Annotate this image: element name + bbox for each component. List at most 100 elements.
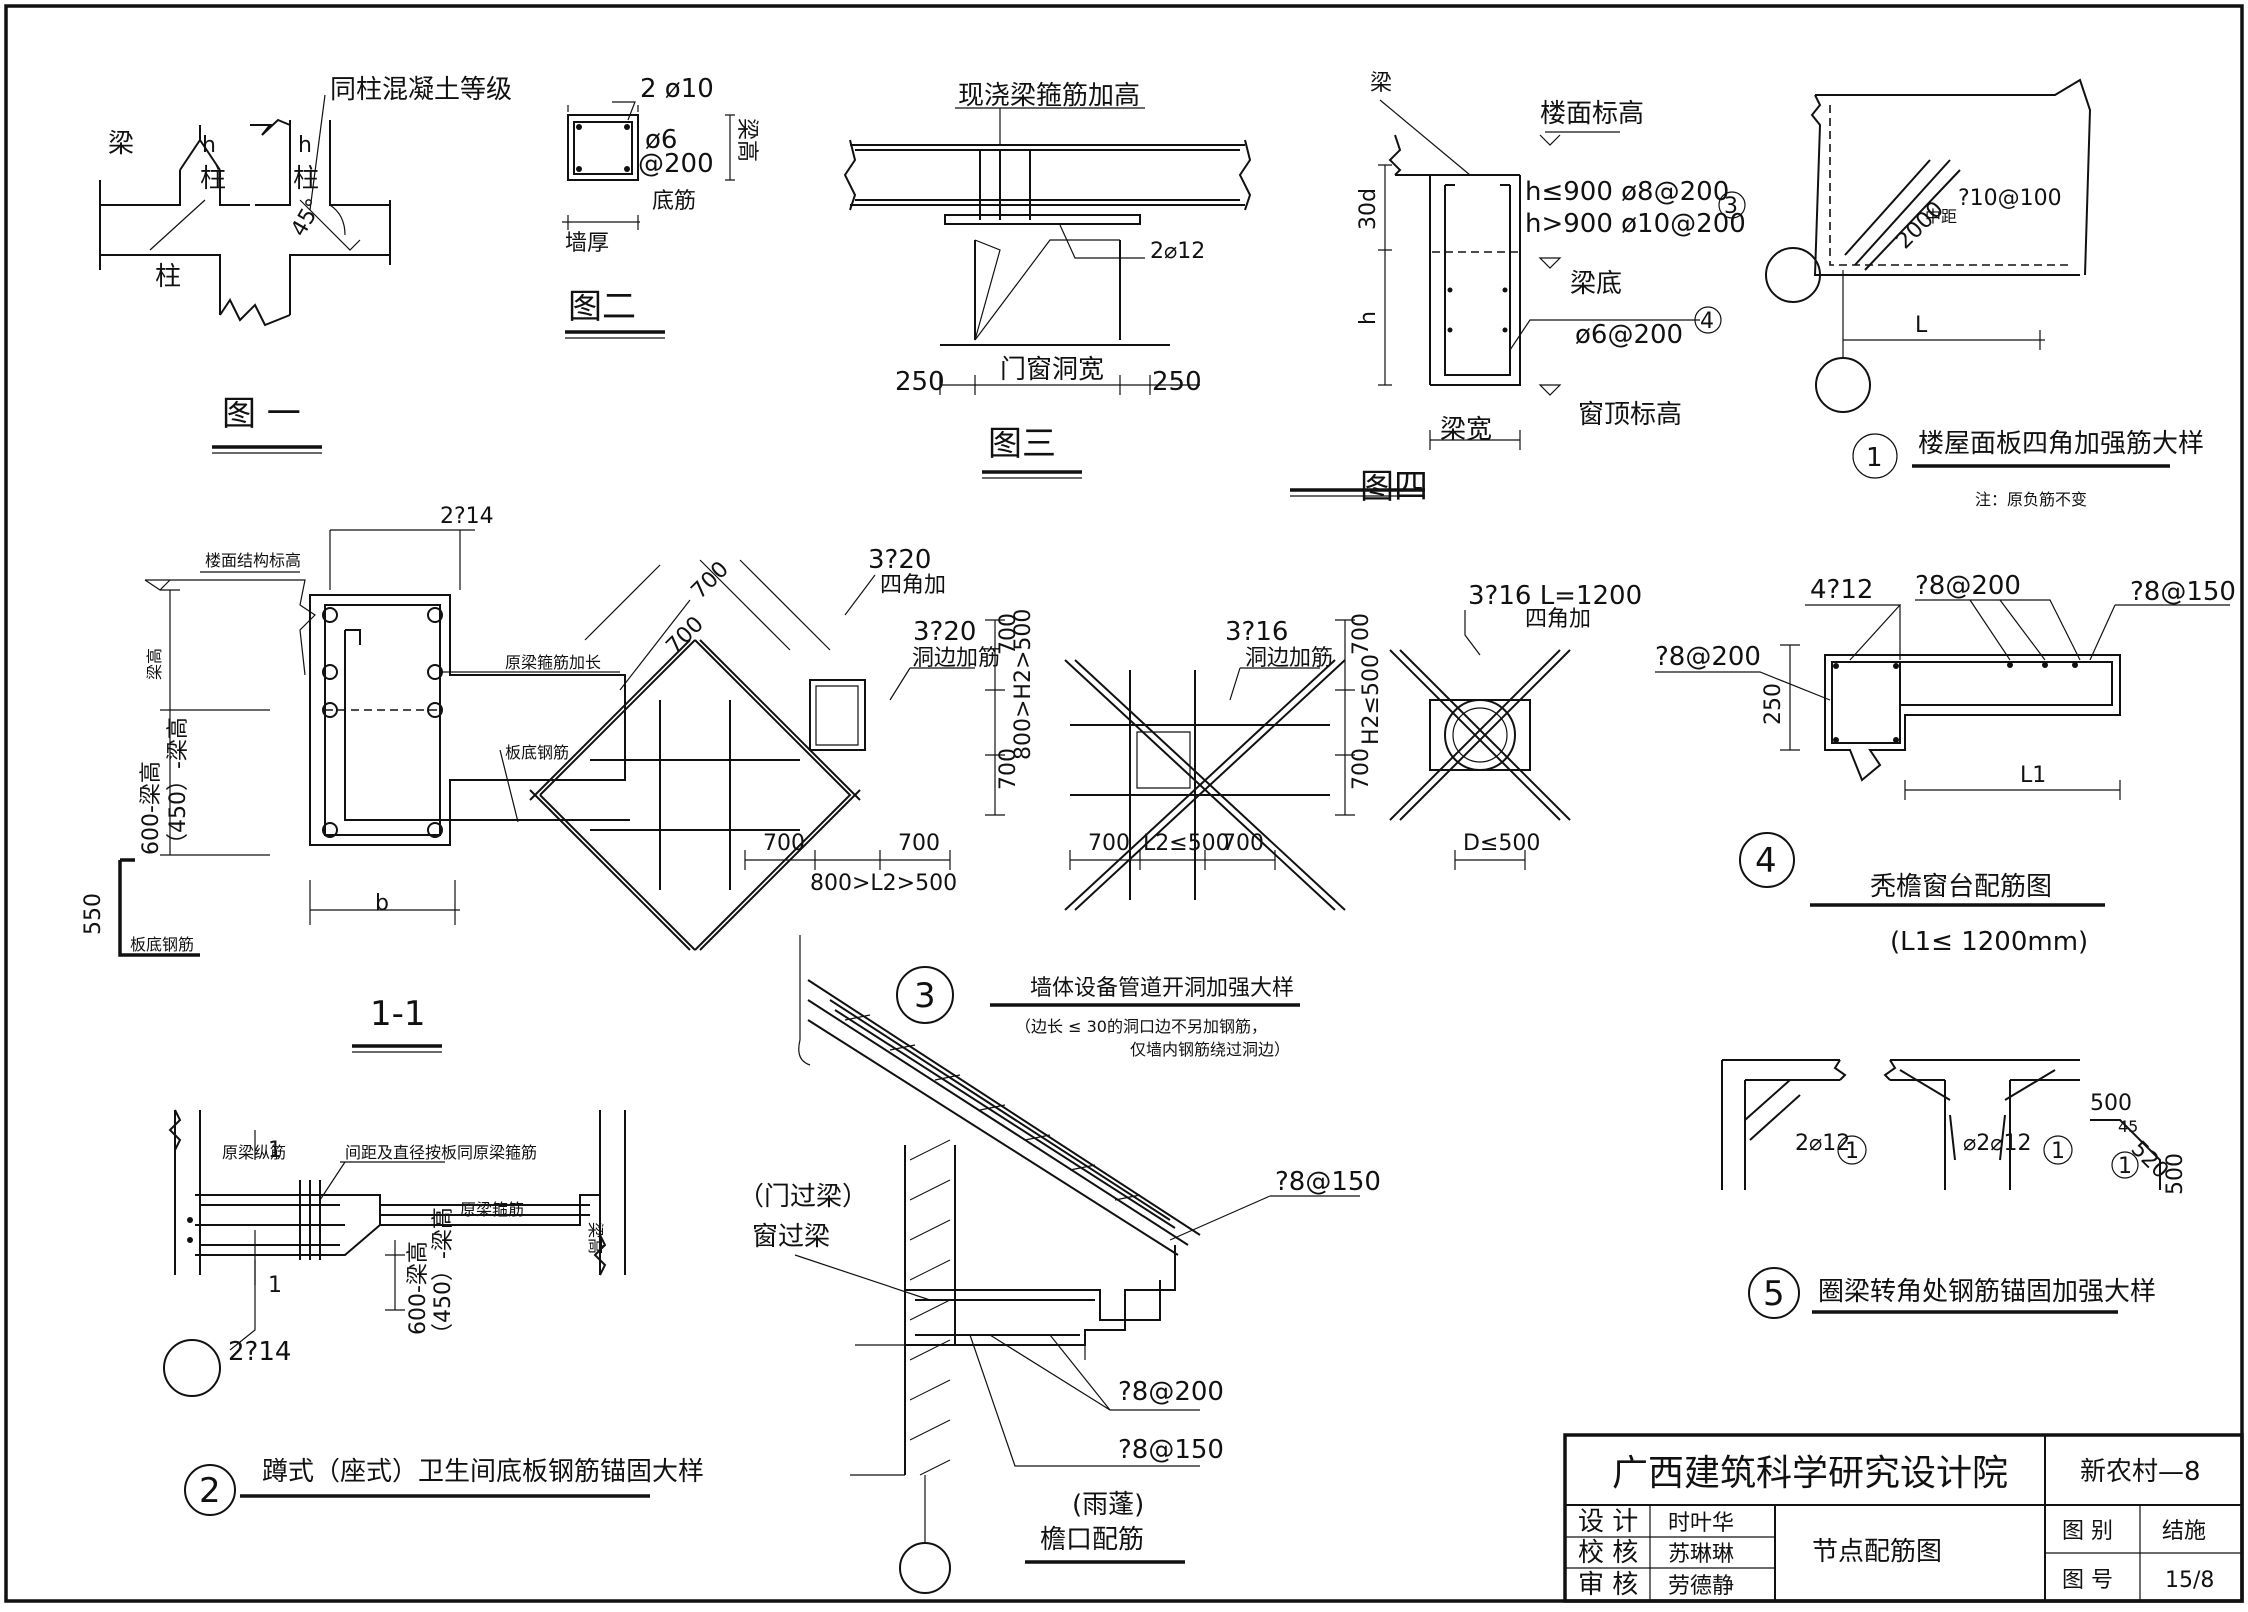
tb-cat-label: 图 别	[2062, 1519, 2113, 1544]
fig4-beam: 梁	[1370, 71, 1392, 96]
fig1-column-joint: 同柱混凝土等级 梁 柱 柱 柱 h h 45° 图 一	[99, 75, 512, 454]
d1-rebar: ?10@100	[1958, 186, 2062, 211]
d4-d: ?8@200	[1655, 642, 1761, 672]
fig2-title: 图二	[568, 287, 636, 327]
fig3-dim-right: 250	[1152, 367, 1202, 397]
sheet-border	[4, 4, 2244, 1603]
d3-title: 墙体设备管道开洞加强大样	[1030, 976, 1294, 1001]
eave-r2: ?8@200	[1118, 1377, 1224, 1407]
detail3-openings: 700 700 3?20 四角加 3?20 洞边加筋 700 800>H2>50…	[529, 545, 1642, 1059]
d2-l3: 原梁箍筋	[460, 1200, 524, 1219]
tb-no-label: 图 号	[2062, 1568, 2113, 1593]
d2-title: 蹲式（座式）卫生间底板钢筋锚固大样	[262, 1457, 704, 1487]
d4-title: 秃檐窗台配筋图	[1870, 872, 2052, 902]
d4-c: ?8@150	[2130, 577, 2236, 607]
fig3-lintel: 现浇梁箍筋加高 2⌀12 250 门窗洞宽 250 图三	[843, 81, 1252, 479]
d3-a-d2: 700	[662, 612, 709, 659]
tb-r1-name: 时叶华	[1668, 1511, 1734, 1536]
eave-lintel1: （门过梁）	[738, 1182, 868, 1212]
d3-b-d5: 700	[1088, 831, 1130, 856]
tb-drawing: 节点配筋图	[1812, 1537, 1942, 1567]
d4-a: 4?12	[1810, 575, 1873, 605]
eave-title: 檐口配筋	[1040, 1525, 1144, 1555]
d5-title: 圈梁转角处钢筋锚固加强大样	[1818, 1277, 2156, 1307]
fig4-window-top: 窗顶标高	[1578, 400, 1682, 430]
fig3-top: 现浇梁箍筋加高	[958, 81, 1140, 111]
tb-r2-name: 苏琳琳	[1668, 1542, 1734, 1567]
detail1-slab-corner: ?10@100 中距 2000 L 1 楼屋面板四角加强筋大样 注：原负筋不变	[1765, 78, 2204, 509]
fig4-width: 梁宽	[1440, 415, 1492, 445]
fig4-callout4: 4	[1700, 309, 1714, 334]
title-block: 广西建筑科学研究设计院 新农村—8 设 计 时叶华 校 核 苏琳琳 审 核 劳德…	[1563, 1433, 2244, 1603]
d3-b-sub: 洞边加筋	[1245, 646, 1333, 671]
tb-r1-role: 设 计	[1578, 1507, 1638, 1537]
s11-title: 1-1	[370, 994, 426, 1034]
fig2-stirrup2: @200	[638, 149, 714, 179]
d2-l4: 梁高	[586, 1222, 605, 1254]
d5-c1: 1	[1845, 1139, 1859, 1164]
d2-l1: 原梁纵筋	[222, 1143, 286, 1162]
d5-d1: 500	[2090, 1091, 2132, 1116]
fig2-bottom: 底筋	[652, 189, 696, 214]
d3-b-d4: 700	[1349, 748, 1374, 790]
d2-num: 2	[199, 1471, 221, 1511]
tb-r3-role: 审 核	[1578, 1570, 1638, 1600]
fig4-line2: h>900 ø10@200	[1525, 209, 1746, 239]
tb-r2-role: 校 核	[1578, 1538, 1638, 1568]
fig2-beam-section: 2 ø10 ø6 @200 梁高 底筋 墙厚 图二	[562, 74, 759, 339]
detail5-ring-beam: 2⌀12 1 ⌀2⌀12 1 500 45 520 500 1 5 圈梁转角处钢…	[1721, 1059, 2188, 1319]
d4-L: L1	[2020, 763, 2046, 788]
fig1-col-label2: 柱	[293, 164, 319, 194]
d1-note: 注：原负筋不变	[1975, 490, 2087, 509]
tb-org: 广西建筑科学研究设计院	[1612, 1453, 2008, 1494]
d3-a-d6: 700	[898, 831, 940, 856]
d2-s2: 1	[268, 1273, 282, 1298]
d1-L: L	[1915, 313, 1928, 338]
fig2-width: 墙厚	[565, 231, 609, 256]
d4-h: 250	[1761, 683, 1786, 725]
fig1-col-label3: 柱	[155, 262, 181, 292]
d3-b-d2: L2≤500	[1143, 831, 1230, 856]
tb-no-val: 15/8	[2165, 1568, 2214, 1593]
fig4-dim-h: h	[1356, 311, 1381, 325]
fig4-beam-bottom: 梁底	[1570, 269, 1622, 299]
d2-s1: 1	[268, 1138, 282, 1163]
tb-r3-name: 劳德静	[1668, 1574, 1734, 1599]
eave-sub: (雨蓬)	[1072, 1490, 1144, 1520]
fig1-h1: h	[202, 133, 216, 158]
d5-d2: 45	[2118, 1117, 2138, 1136]
fig4-title: 图四	[1360, 467, 1428, 507]
fig4-line1: h≤900 ø8@200	[1525, 177, 1729, 207]
d5-num: 5	[1763, 1274, 1785, 1314]
s11-floor: 楼面结构标高	[205, 551, 301, 570]
d1-title: 楼屋面板四角加强筋大样	[1918, 429, 2204, 459]
fig1-beam-label: 梁	[108, 129, 134, 159]
d3-a-d1: 700	[687, 557, 734, 604]
s11-top: 2?14	[440, 504, 494, 529]
fig4-callout3: 3	[1724, 194, 1738, 219]
d1-num: 1	[1866, 443, 1883, 473]
fig1-h2: h	[298, 133, 312, 158]
s11-dim-550: 550	[81, 893, 106, 935]
d4-sub: (L1≤ 1200mm)	[1890, 927, 2088, 957]
d3-a-d4: 700	[996, 748, 1021, 790]
d5-c3: 1	[2118, 1154, 2132, 1179]
tb-cat-val: 结施	[2162, 1519, 2206, 1544]
d3-a-top: 3?20	[868, 545, 931, 575]
section-1-1: 2?14 楼面结构标高 原梁箍筋加长 板底钢筋 梁高 600-梁高 （450）-…	[81, 504, 630, 1053]
fig4-beam-detail: 梁 30d h 楼面标高 h≤900 ø8@200 h>900 ø10@200 …	[1290, 71, 1746, 507]
detail2-toilet-slab: 原梁纵筋 间距及直径按板同原梁箍筋 原梁箍筋 梁高 1 1 600-梁高 （45…	[163, 1109, 704, 1516]
d3-b-top: 3?16	[1225, 617, 1288, 647]
d3-b-d3: 700	[1222, 831, 1264, 856]
d5-r2: ⌀2⌀12	[1963, 1131, 2031, 1156]
d3-note1: （边长 ≤ 30的洞口边不另加钢筋，	[1015, 1017, 1267, 1036]
eave-lintel2: 窗过梁	[752, 1222, 830, 1252]
eave-r1: ?8@150	[1275, 1167, 1381, 1197]
d3-b-vert: H2≤500	[1359, 654, 1384, 745]
d3-c-d: D≤500	[1463, 831, 1540, 856]
d3-b-d1: 700	[1349, 613, 1374, 655]
d3-a-d5: 700	[763, 831, 805, 856]
d3-a-sub: 四角加	[880, 573, 946, 598]
